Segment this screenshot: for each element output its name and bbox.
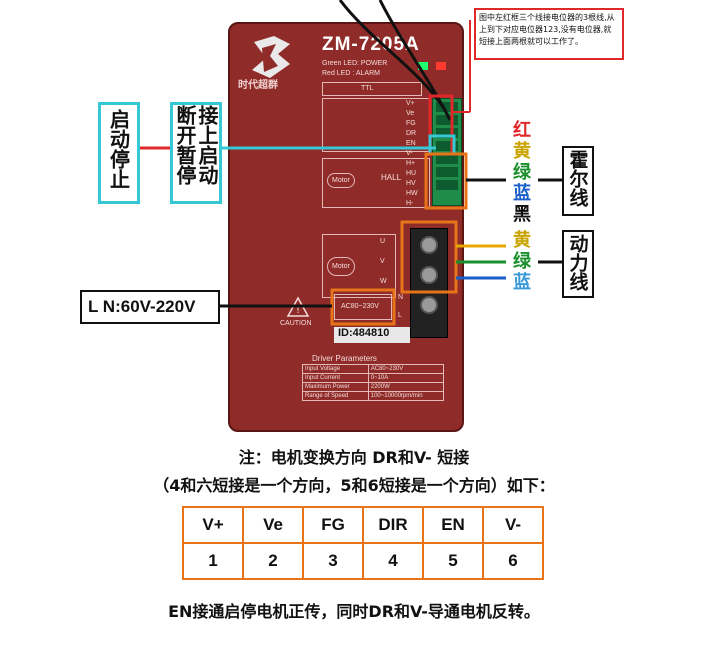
- wire-color-label: 红: [513, 120, 531, 141]
- ac-block: AC80~230V: [334, 294, 392, 320]
- pin-header: FG: [302, 506, 364, 544]
- annotation-lines: [140, 0, 562, 326]
- wire-color-label: 绿: [513, 162, 531, 183]
- svg-text:!: !: [296, 305, 300, 316]
- pin-header: V+: [182, 506, 244, 544]
- table-row: 1 2 3 4 5 6: [182, 542, 544, 580]
- led-power-label: Green LED: POWER: [322, 60, 388, 67]
- brand-logo-icon: [252, 36, 290, 78]
- hall-label-box: 霍尔线: [562, 146, 594, 216]
- pin-label: N: [398, 294, 404, 301]
- pin-number: 1: [182, 542, 244, 580]
- pin-label: V+: [406, 100, 415, 107]
- brand-name: 时代超群: [238, 80, 278, 91]
- table-row: V+ Ve FG DIR EN V-: [182, 506, 544, 544]
- wire-color-label: 蓝: [513, 183, 531, 204]
- pin-label: H-: [406, 200, 414, 207]
- power-color-list: 黄绿蓝: [506, 230, 538, 296]
- ttl-block: TTL: [322, 82, 422, 96]
- pin-number: 3: [302, 542, 364, 580]
- pin-label: H+: [406, 160, 416, 167]
- hall-label: 霍尔线: [566, 150, 589, 207]
- pin-label: Ve: [406, 110, 415, 117]
- connect-box: 断开暂停 接上启动: [170, 102, 222, 204]
- pin-label: U: [380, 238, 386, 245]
- wire-color-label: 黑: [513, 204, 531, 225]
- pin-header: DIR: [362, 506, 424, 544]
- wire-color-label: 绿: [513, 251, 531, 272]
- power-label: 动力线: [566, 234, 589, 291]
- start-stop-label: 启动停止: [106, 109, 131, 189]
- pin-number: 2: [242, 542, 304, 580]
- pin-header: V-: [482, 506, 544, 544]
- power-terminal: [410, 228, 448, 338]
- wire-color-label: 蓝: [513, 272, 531, 293]
- direction-note-detail: （4和六短接是一个方向，5和6短接是一个方向）如下：: [153, 476, 555, 495]
- device-id: ID:484810: [334, 327, 410, 343]
- pin-header: EN: [422, 506, 484, 544]
- pin-label: V: [380, 258, 385, 265]
- motor-block: Motor: [322, 234, 396, 298]
- pin-label: FG: [406, 120, 416, 127]
- model-name: ZM-7205A: [322, 34, 420, 55]
- pin-label: HW: [406, 190, 418, 197]
- power-led-icon: [418, 62, 428, 70]
- pin-label: HV: [406, 180, 416, 187]
- led-alarm-label: Red LED : ALARM: [322, 70, 380, 77]
- param-title: Driver Parameters: [312, 354, 377, 363]
- hall-color-list: 红黄绿蓝黑: [506, 120, 538, 228]
- pin-header: Ve: [242, 506, 304, 544]
- pin-number: 5: [422, 542, 484, 580]
- power-label-box: 动力线: [562, 230, 594, 298]
- potentiometer-note: 图中左红框三个线接电位器的3根线,从上到下对应电位器123,没有电位器,就短接上…: [474, 8, 624, 60]
- start-stop-box: 启动停止: [98, 102, 140, 204]
- pin-table: V+ Ve FG DIR EN V- 1 2 3 4 5 6: [182, 506, 544, 580]
- pin-label: W: [380, 278, 387, 285]
- pin-label: V-: [406, 150, 413, 157]
- disconnect-label: 断开暂停: [173, 105, 197, 185]
- pin-number: 4: [362, 542, 424, 580]
- pin-label: L: [398, 312, 402, 319]
- pin-label: EN: [406, 140, 416, 147]
- alarm-led-icon: [436, 62, 446, 70]
- rotation-note: EN接通启停电机正传，同时DR和V-导通电机反转。: [168, 602, 540, 621]
- caution-label: CAUTION: [280, 320, 312, 327]
- pin-number: 6: [482, 542, 544, 580]
- ln-voltage-label: L N:60V-220V: [80, 290, 220, 324]
- pin-label: DR: [406, 130, 417, 137]
- pin-label: HU: [406, 170, 417, 177]
- connect-label: 接上启动: [195, 105, 219, 185]
- hall-block: Motor HALL: [322, 158, 430, 208]
- wire-color-label: 黄: [513, 141, 531, 162]
- driver-panel: 时代超群 ZM-7205A Green LED: POWER Red LED :…: [228, 22, 464, 432]
- wire-color-label: 黄: [513, 230, 531, 251]
- direction-note: 注：电机变换方向 DR和V- 短接: [238, 448, 470, 467]
